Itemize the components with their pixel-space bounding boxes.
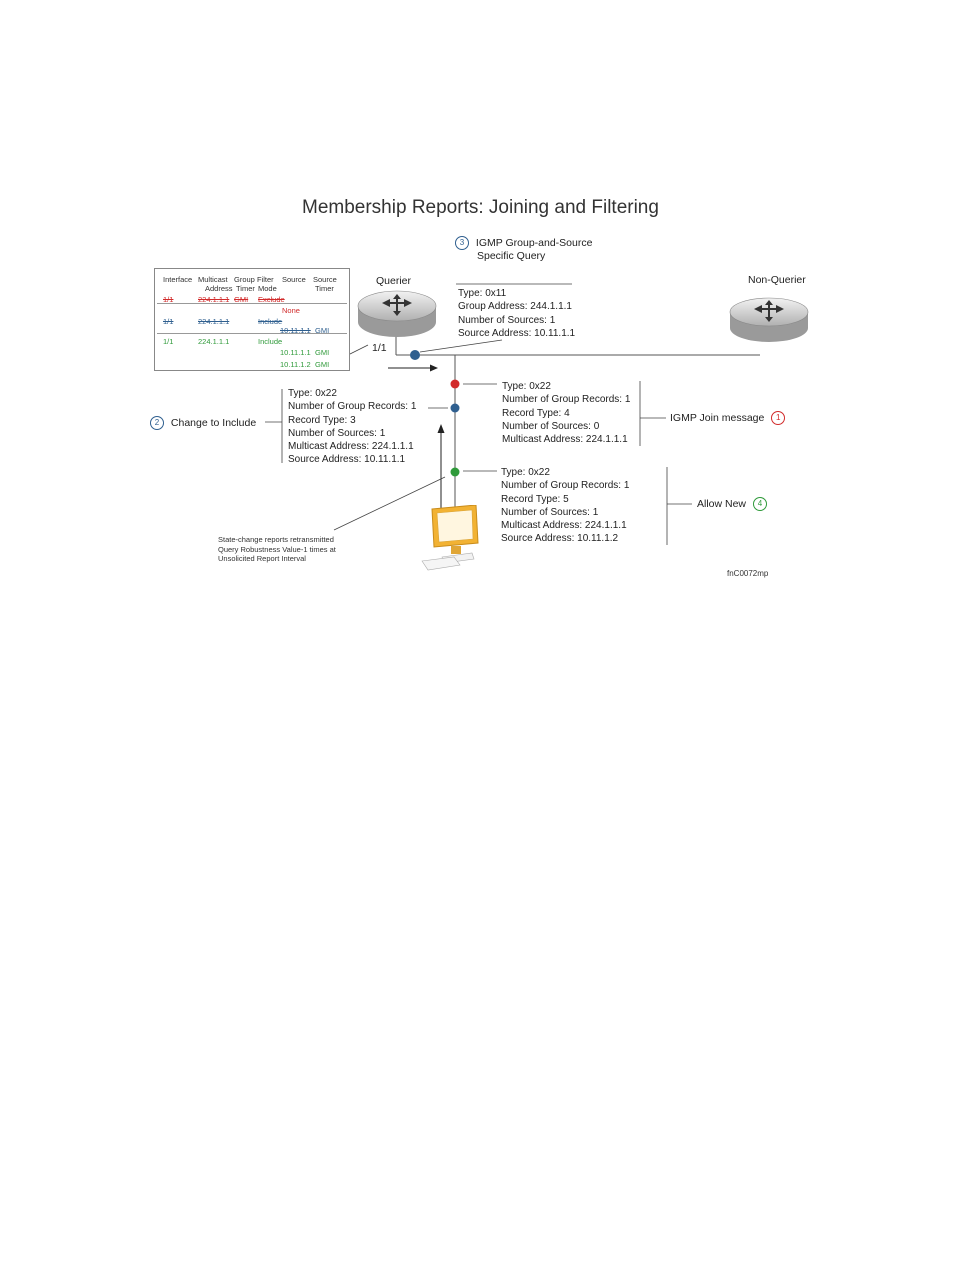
header-address: Address	[205, 284, 233, 293]
include-details: Type: 0x22 Number of Group Records: 1 Re…	[288, 387, 416, 467]
join-line: Record Type: 4	[502, 407, 630, 420]
port-label: 1/1	[372, 342, 387, 354]
header-timer: Timer	[236, 284, 255, 293]
retransmit-note: State-change reports retransmitted Query…	[218, 535, 336, 564]
header-source-timer-1: Source	[313, 275, 337, 284]
note-line: Unsolicited Report Interval	[218, 554, 336, 564]
header-group: Group	[234, 275, 255, 284]
allow-label-text: Allow New	[697, 498, 746, 510]
allow-label: Allow New 4	[697, 497, 771, 511]
query-line: Type: 0x11	[458, 287, 575, 300]
include-line: Multicast Address: 224.1.1.1	[288, 440, 416, 453]
query-line: Group Address: 244.1.1.1	[458, 300, 575, 313]
host-computer-icon	[418, 505, 484, 575]
allow-line: Number of Group Records: 1	[501, 479, 629, 492]
row2-address: 224.1.1.1	[198, 317, 229, 326]
row1-source-none: None	[282, 306, 300, 315]
row3-source-1: 10.11.1.1	[280, 348, 311, 357]
row3-address: 224.1.1.1	[198, 337, 229, 346]
join-line: Multicast Address: 224.1.1.1	[502, 433, 630, 446]
join-label-text: IGMP Join message	[670, 412, 764, 424]
note-line: State-change reports retransmitted	[218, 535, 336, 545]
join-line: Type: 0x22	[502, 380, 630, 393]
header-interface: Interface	[163, 275, 192, 284]
group-membership-table: Interface Multicast Address Group Timer …	[154, 268, 350, 371]
allow-line: Type: 0x22	[501, 466, 629, 479]
query-title-1: IGMP Group-and-Source	[476, 237, 593, 249]
step-3-badge: 3	[455, 236, 469, 250]
non-querier-label: Non-Querier	[748, 274, 806, 286]
step-2-badge: 2	[150, 416, 164, 430]
join-line: Number of Sources: 0	[502, 420, 630, 433]
header-source: Source	[282, 275, 306, 284]
query-details: Type: 0x11 Group Address: 244.1.1.1 Numb…	[458, 287, 575, 340]
include-line: Number of Group Records: 1	[288, 400, 416, 413]
join-label: IGMP Join message 1	[670, 411, 789, 425]
header-source-timer-2: Timer	[315, 284, 334, 293]
include-label: 2 Change to Include	[150, 416, 256, 430]
join-details: Type: 0x22 Number of Group Records: 1 Re…	[502, 380, 630, 446]
note-line: Query Robustness Value-1 times at	[218, 545, 336, 555]
row2-mode: Include	[258, 317, 282, 326]
row3-source-2: 10.11.1.2	[280, 360, 311, 369]
allow-line: Source Address: 10.11.1.2	[501, 532, 629, 545]
query-line: Source Address: 10.11.1.1	[458, 327, 575, 340]
row3-source-timer-1: GMI	[315, 348, 329, 357]
query-heading: 3 IGMP Group-and-Source Specific Query	[455, 236, 592, 263]
row3-source-timer-2: GMI	[315, 360, 329, 369]
figure-id: fnC0072mp	[727, 569, 768, 578]
header-multicast: Multicast	[198, 275, 228, 284]
row2-interface: 1/1	[163, 317, 173, 326]
include-line: Source Address: 10.11.1.1	[288, 453, 416, 466]
allow-line: Multicast Address: 224.1.1.1	[501, 519, 629, 532]
row3-mode: Include	[258, 337, 282, 346]
include-line: Type: 0x22	[288, 387, 416, 400]
query-line: Number of Sources: 1	[458, 314, 575, 327]
step-4-badge: 4	[753, 497, 767, 511]
allow-line: Number of Sources: 1	[501, 506, 629, 519]
include-line: Number of Sources: 1	[288, 427, 416, 440]
header-filter: Filter	[257, 275, 274, 284]
include-label-text: Change to Include	[171, 417, 256, 429]
join-line: Number of Group Records: 1	[502, 393, 630, 406]
querier-router-icon	[356, 288, 438, 340]
row3-interface: 1/1	[163, 337, 173, 346]
query-title-2: Specific Query	[477, 250, 545, 262]
non-querier-router-icon	[728, 296, 810, 346]
allow-line: Record Type: 5	[501, 493, 629, 506]
allow-details: Type: 0x22 Number of Group Records: 1 Re…	[501, 466, 629, 546]
step-1-badge: 1	[771, 411, 785, 425]
include-line: Record Type: 3	[288, 414, 416, 427]
querier-label: Querier	[376, 275, 411, 287]
header-mode: Mode	[258, 284, 277, 293]
